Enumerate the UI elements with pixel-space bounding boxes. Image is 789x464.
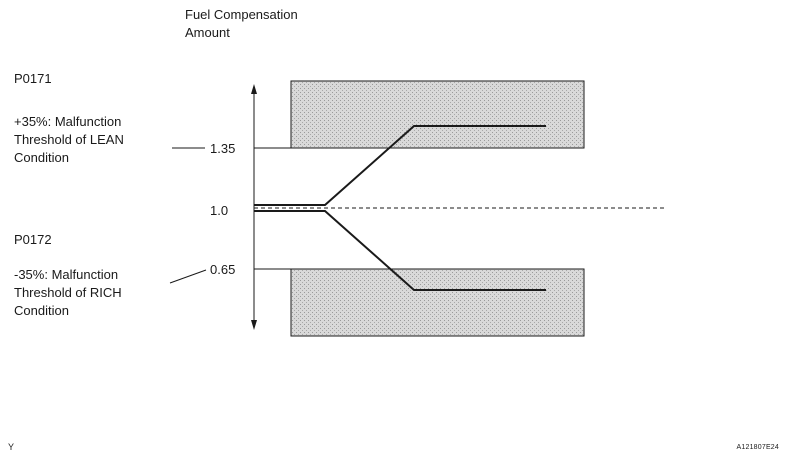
lean-malfunction-zone: [290, 80, 585, 149]
figure-id: A121807E24: [736, 444, 779, 451]
rich-threshold-description: -35%: Malfunction Threshold of RICH Cond…: [14, 267, 122, 318]
axis-arrow-up-icon: [251, 84, 257, 94]
rich-compensation-trace: [254, 210, 546, 291]
corner-mark: Y: [8, 442, 15, 452]
lean-dtc-code: P0171: [14, 71, 52, 86]
axis-arrow-down-icon: [251, 320, 257, 330]
rich-malfunction-zone: [290, 268, 585, 337]
tick-label-nominal: 1.0: [210, 203, 229, 218]
rich-leader-line: [169, 269, 207, 284]
lean-compensation-trace: [254, 125, 546, 206]
tick-label-lower: 0.65: [210, 262, 236, 277]
lean-threshold-description: +35%: Malfunction Threshold of LEAN Cond…: [14, 114, 124, 165]
rich-dtc-code: P0172: [14, 232, 52, 247]
axis-title: Fuel Compensation Amount: [185, 7, 298, 40]
tick-label-upper: 1.35: [210, 141, 236, 156]
